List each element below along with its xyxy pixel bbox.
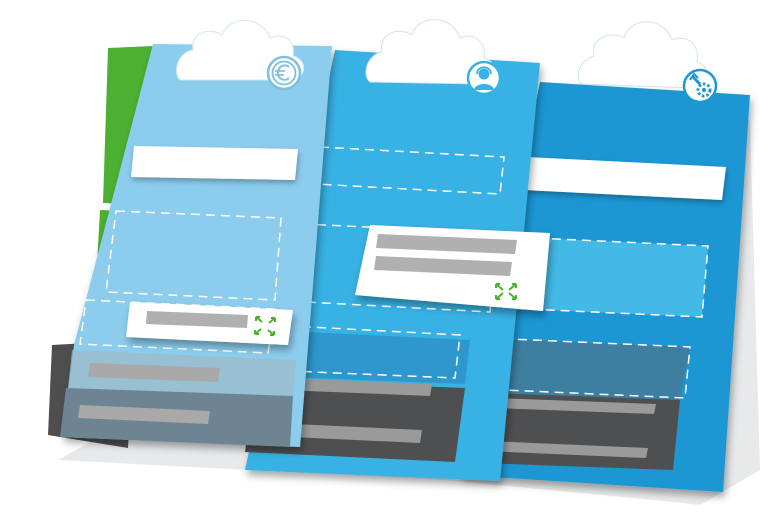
expand-arrows-icon[interactable] [495, 283, 517, 300]
dashed-zone [314, 146, 505, 195]
support-agent-icon [466, 60, 502, 96]
expand-arrows-icon[interactable] [254, 316, 276, 336]
column-pricing-white-field [131, 146, 298, 180]
pricing-card-line [146, 311, 248, 328]
cloud-shape [577, 21, 708, 89]
footer-bar [78, 405, 210, 424]
dashed-zone [79, 299, 276, 354]
footer-bar [282, 378, 432, 396]
tools-gear-icon [682, 68, 718, 104]
support-card-line-2 [374, 256, 512, 276]
column-pricing [60, 44, 332, 447]
footer-bar [485, 441, 648, 458]
footer-bar [270, 423, 422, 443]
column-technical-grey-zone [464, 338, 690, 400]
cloud-support [365, 19, 502, 96]
euro-icon [266, 55, 302, 91]
cloud-shape [365, 19, 495, 85]
cloud-pricing [176, 19, 304, 91]
footer-bar [493, 398, 656, 414]
dashed-zone [105, 210, 282, 301]
column-technical-white-field [524, 157, 726, 200]
column-technical [455, 82, 750, 492]
column-pricing-body [62, 44, 332, 447]
support-card-line-1 [376, 234, 517, 254]
cloud-technical [577, 21, 718, 104]
footer-bar [88, 363, 220, 382]
column-support-deep-zone [260, 330, 470, 384]
